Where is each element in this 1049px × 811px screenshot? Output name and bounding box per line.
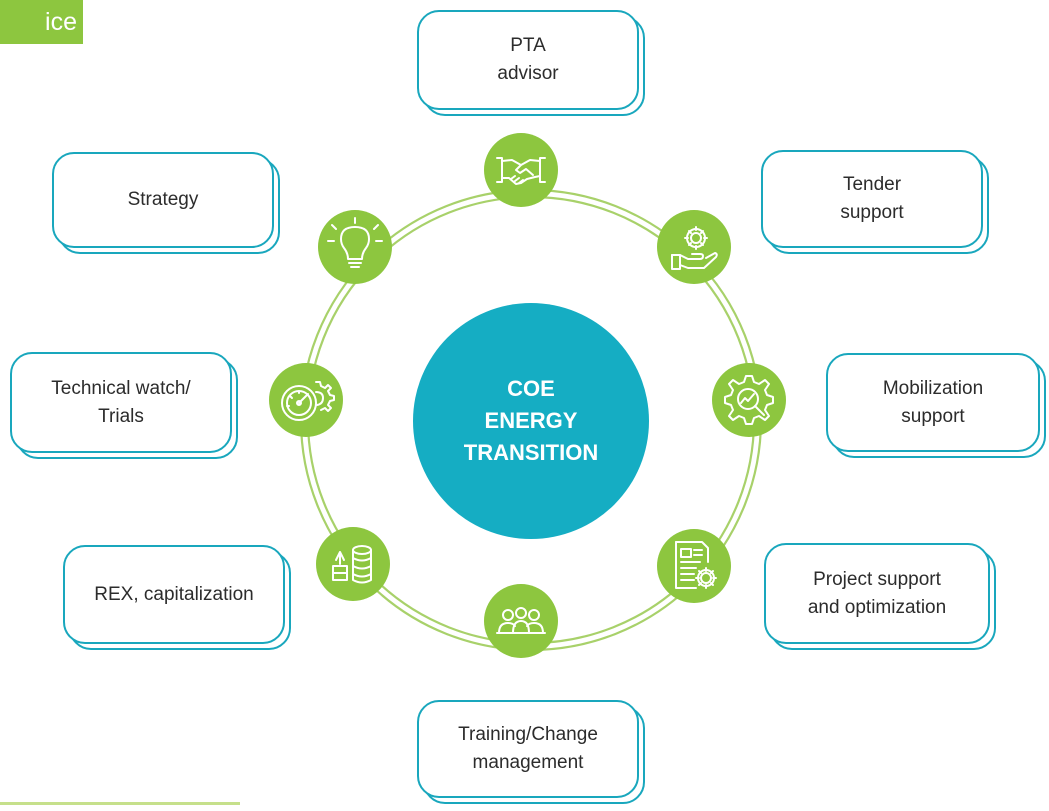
document-gear-icon <box>675 541 717 589</box>
box-mobilization: Mobilization support <box>826 353 1046 458</box>
box-label: Mobilization support <box>826 353 1040 452</box>
handshake-icon <box>496 157 546 185</box>
center-circle: COE ENERGY TRANSITION <box>413 303 649 539</box>
node-mobilization <box>712 363 786 437</box>
box-pta: PTA advisor <box>417 10 645 116</box>
box-line: advisor <box>497 63 559 84</box>
box-strategy: Strategy <box>52 152 280 254</box>
node-tender <box>657 210 731 284</box>
box-rex: REX, capitalization <box>63 545 291 650</box>
box-label: REX, capitalization <box>63 545 285 644</box>
node-pta <box>484 133 558 207</box>
gear-analytics-icon <box>724 375 774 425</box>
box-line: Trials <box>98 405 144 427</box>
node-pta-circle <box>484 133 558 207</box>
box-label: Technical watch/Trials <box>10 352 232 453</box>
box-line: and optimization <box>807 596 947 618</box>
box-line: Tender <box>842 174 902 196</box>
box-techwatch: Technical watch/Trials <box>10 352 238 459</box>
gauge-gear-icon <box>281 381 335 421</box>
box-line: REX, capitalization <box>94 583 254 605</box>
box-training: Training/Change management <box>417 700 645 804</box>
box-project: Project support and optimization <box>764 543 996 650</box>
center-line: TRANSITION <box>463 439 599 465</box>
box-line: support <box>901 405 965 427</box>
gear-in-hand-icon <box>671 226 718 270</box>
box-line: Mobilization <box>882 377 984 399</box>
box-tender: Tender support <box>761 150 989 254</box>
section-tag: ice <box>0 0 83 44</box>
node-project-circle <box>657 529 731 603</box>
box-line: support <box>840 202 904 223</box>
box-line: Technical watch/ <box>51 377 191 399</box>
box-label: Strategy <box>52 152 274 248</box>
center-line: ENERGY <box>484 408 578 434</box>
lightbulb-icon <box>327 217 383 268</box>
team-icon <box>496 607 546 634</box>
box-label: PTA advisor <box>417 10 639 110</box>
node-rex <box>316 527 390 601</box>
box-line: Training/Change <box>458 724 598 746</box>
box-line: PTA <box>510 35 546 57</box>
footer-rule <box>0 802 240 805</box>
box-label: Project support and optimization <box>764 543 990 644</box>
node-techwatch-circle <box>269 363 343 437</box>
node-strategy <box>318 210 392 284</box>
coins-growth-icon <box>332 545 372 584</box>
node-project <box>657 529 731 603</box>
box-label: Tender support <box>761 150 983 248</box>
node-techwatch <box>269 363 343 437</box>
center-line: COE <box>507 376 555 402</box>
node-training <box>484 584 558 658</box>
node-circles <box>269 133 786 658</box>
box-label: Training/Change management <box>417 700 639 798</box>
box-line: Project support <box>813 568 941 590</box>
box-line: management <box>472 752 584 773</box>
box-line: Strategy <box>127 189 199 211</box>
